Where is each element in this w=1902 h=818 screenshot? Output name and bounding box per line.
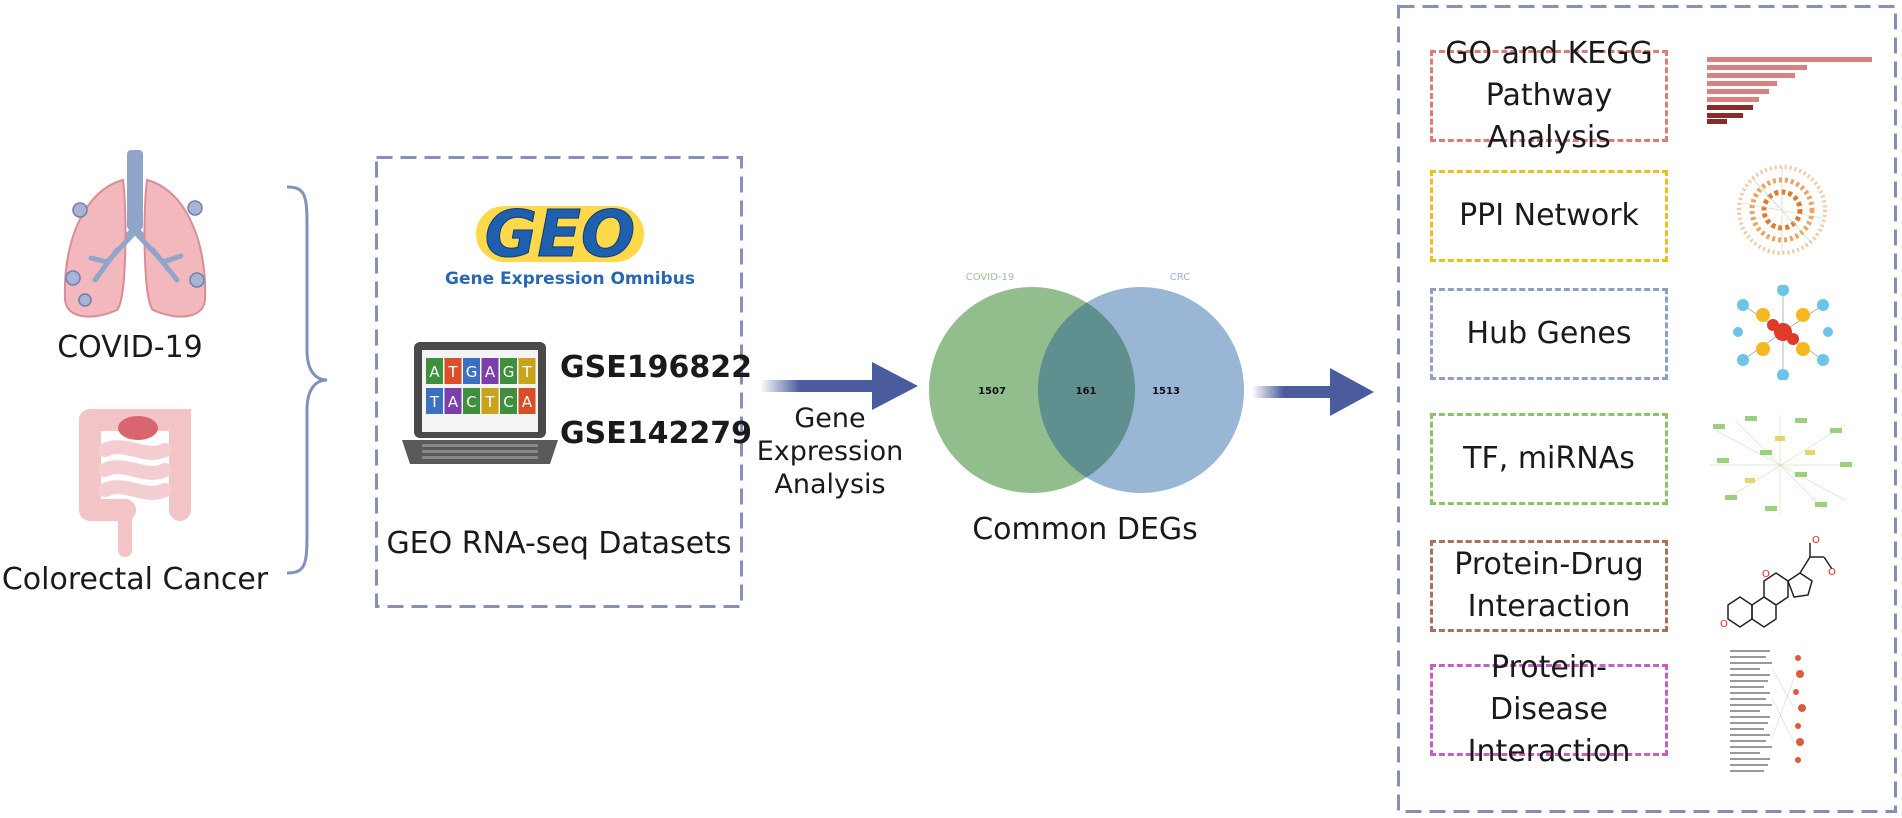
geo-caption: GEO RNA-seq Datasets	[386, 526, 732, 561]
dna-cell	[463, 358, 480, 384]
dna-letter: G	[503, 363, 515, 381]
dna-letter: A	[429, 363, 440, 381]
geo-logo-subtitle: Gene Expression Omnibus	[445, 269, 695, 289]
crc-label: Colorectal Cancer	[1, 562, 269, 597]
dna-cell	[518, 358, 536, 384]
analysis-label: GO and KEGG Pathway Analysis	[1445, 36, 1653, 155]
dna-cell	[444, 388, 462, 414]
dataset-gse196822: GSE196822	[560, 350, 752, 385]
dna-cell	[481, 388, 499, 414]
svg-text:O: O	[1828, 567, 1836, 578]
drug-structure-thumbnail: O O O O	[1720, 535, 1836, 630]
colon-icon	[79, 409, 191, 557]
dna-cell	[426, 358, 443, 384]
dna-letter: A	[522, 393, 533, 411]
analysis-label: PPI Network	[1459, 198, 1639, 233]
covid-label: COVID-19	[57, 330, 203, 365]
svg-text:O: O	[1720, 619, 1728, 630]
venn-diagram: COVID-19 CRC 1507 161 1513	[929, 272, 1244, 493]
dna-letter: G	[466, 363, 478, 381]
analysis-label: TF, miRNAs	[1463, 441, 1635, 476]
dna-cell	[500, 388, 517, 414]
venn-set-a-label: COVID-19	[966, 272, 1015, 283]
ppi-network-thumbnail	[1737, 165, 1827, 255]
dna-letter: A	[448, 393, 459, 411]
analysis-label: Hub Genes	[1466, 316, 1632, 351]
analysis-label: Protein-Disease Interaction	[1467, 650, 1631, 769]
venn-set-b-label: CRC	[1170, 272, 1190, 283]
tf-mirna-network-thumbnail	[1710, 415, 1855, 515]
venn-only-b: 1513	[1152, 386, 1180, 397]
arrow-right-icon	[760, 362, 918, 410]
dataset-gse142279: GSE142279	[560, 416, 752, 451]
venn-caption: Common DEGs	[972, 512, 1198, 547]
arrow-1-label: Gene Expression Analysis	[756, 403, 904, 500]
analysis-panel	[1397, 5, 1897, 813]
barplot-thumbnail	[1707, 57, 1872, 124]
venn-only-a: 1507	[978, 386, 1006, 397]
dna-cell	[463, 388, 480, 414]
dna-cell	[426, 388, 443, 414]
geo-panel	[375, 156, 743, 608]
dna-cell	[444, 358, 462, 384]
disease-table-thumbnail	[1730, 650, 1806, 772]
dna-letter: T	[429, 393, 440, 411]
analysis-box-2: PPI Network	[1430, 170, 1668, 262]
dna-letter: C	[503, 393, 513, 411]
hub-genes-thumbnail	[1733, 285, 1833, 380]
dna-letter: C	[466, 393, 476, 411]
analysis-box-5: Protein-Drug Interaction	[1430, 540, 1668, 632]
svg-text:O: O	[1762, 569, 1770, 580]
analysis-box-3: Hub Genes	[1430, 288, 1668, 380]
lungs-icon	[63, 150, 207, 318]
geo-logo: GEO	[476, 198, 644, 273]
analysis-box-6: Protein-Disease Interaction	[1430, 650, 1668, 769]
dna-cell	[518, 388, 536, 414]
arrow-right-icon	[1252, 368, 1374, 416]
analysis-label: Protein-Drug Interaction	[1454, 547, 1644, 624]
analysis-box-4: TF, miRNAs	[1430, 413, 1668, 505]
dna-cell	[481, 358, 499, 384]
venn-intersection: 161	[1076, 386, 1097, 397]
dna-letter: T	[521, 363, 532, 381]
dna-letter: T	[447, 363, 458, 381]
analysis-box-1: GO and KEGG Pathway Analysis	[1430, 36, 1668, 155]
svg-text:O: O	[1812, 535, 1820, 546]
dna-letter: T	[484, 393, 495, 411]
geo-logo-text: GEO	[485, 198, 636, 272]
dna-letter: A	[485, 363, 496, 381]
brace-icon	[286, 185, 328, 575]
dna-cell	[500, 358, 517, 384]
